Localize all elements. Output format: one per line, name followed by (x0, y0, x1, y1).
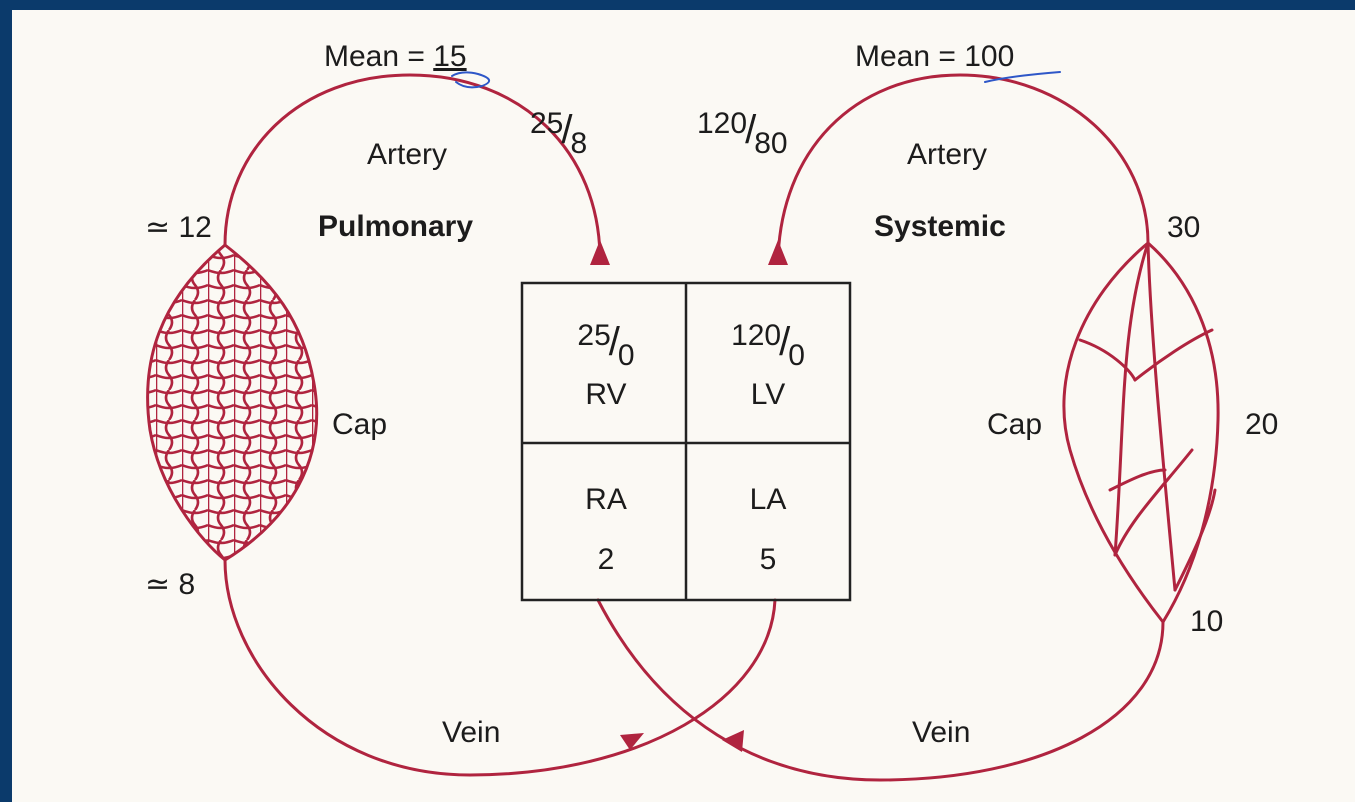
systemic-pre-cap-pressure: 30 (1167, 213, 1200, 243)
systemic-cap-label: Cap (987, 410, 1042, 440)
rv-diastolic: 0 (618, 339, 635, 372)
systemic-mean-label: Mean = (855, 40, 956, 73)
pulmonary-vein-arrow (620, 733, 644, 750)
systemic-post-cap-pressure: 10 (1190, 607, 1223, 637)
rv-pressure: 25/0 (577, 320, 634, 360)
systemic-mean-value: 100 (964, 40, 1014, 73)
pulmonary-artery-arrow (590, 240, 610, 265)
lv-diastolic: 0 (788, 339, 805, 372)
pulmonary-pre-cap-pressure: ≃ 12 (145, 213, 212, 243)
circulation-diagram (12, 10, 1355, 802)
systemic-mid-cap-pressure: 20 (1245, 410, 1278, 440)
systemic-vein-label: Vein (912, 718, 970, 748)
pulmonary-capillary-mesh (140, 240, 320, 565)
ra-value: 2 (598, 545, 615, 575)
pulmonary-cap-label: Cap (332, 410, 387, 440)
systemic-artery-label: Artery (907, 140, 987, 170)
lv-label: LV (751, 380, 785, 410)
rv-label: RV (585, 380, 626, 410)
la-value: 5 (760, 545, 777, 575)
diagram-canvas: Mean = 15 Artery Pulmonary 25/8 ≃ 12 Cap… (12, 10, 1355, 802)
pulmonary-vein-label: Vein (442, 718, 500, 748)
lv-pressure: 120/0 (731, 320, 805, 360)
pulmonary-mean: Mean = 15 (324, 42, 467, 72)
systemic-artery-arrow (768, 240, 788, 265)
pulmonary-artery-systolic: 25 (530, 107, 563, 140)
pulmonary-artery-label: Artery (367, 140, 447, 170)
systemic-vein (598, 600, 1163, 780)
pulmonary-circuit-label: Pulmonary (318, 212, 473, 242)
pulmonary-mean-label: Mean = (324, 40, 425, 73)
pulmonary-artery-pressure: 25/8 (530, 108, 587, 148)
systemic-capillary-bed (1064, 243, 1218, 622)
systemic-vein-arrow (722, 730, 744, 752)
pulmonary-artery-diastolic: 8 (571, 127, 588, 160)
systemic-circuit-label: Systemic (874, 212, 1006, 242)
pulmonary-mean-value: 15 (433, 40, 466, 73)
la-label: LA (750, 485, 787, 515)
systemic-mean: Mean = 100 (855, 42, 1014, 72)
ra-label: RA (585, 485, 627, 515)
systemic-artery-systolic: 120 (697, 107, 747, 140)
systemic-artery-diastolic: 80 (754, 127, 787, 160)
lv-systolic: 120 (731, 319, 781, 352)
systemic-artery-pressure: 120/80 (697, 108, 788, 148)
pulmonary-post-cap-pressure: ≃ 8 (145, 570, 195, 600)
rv-systolic: 25 (577, 319, 610, 352)
